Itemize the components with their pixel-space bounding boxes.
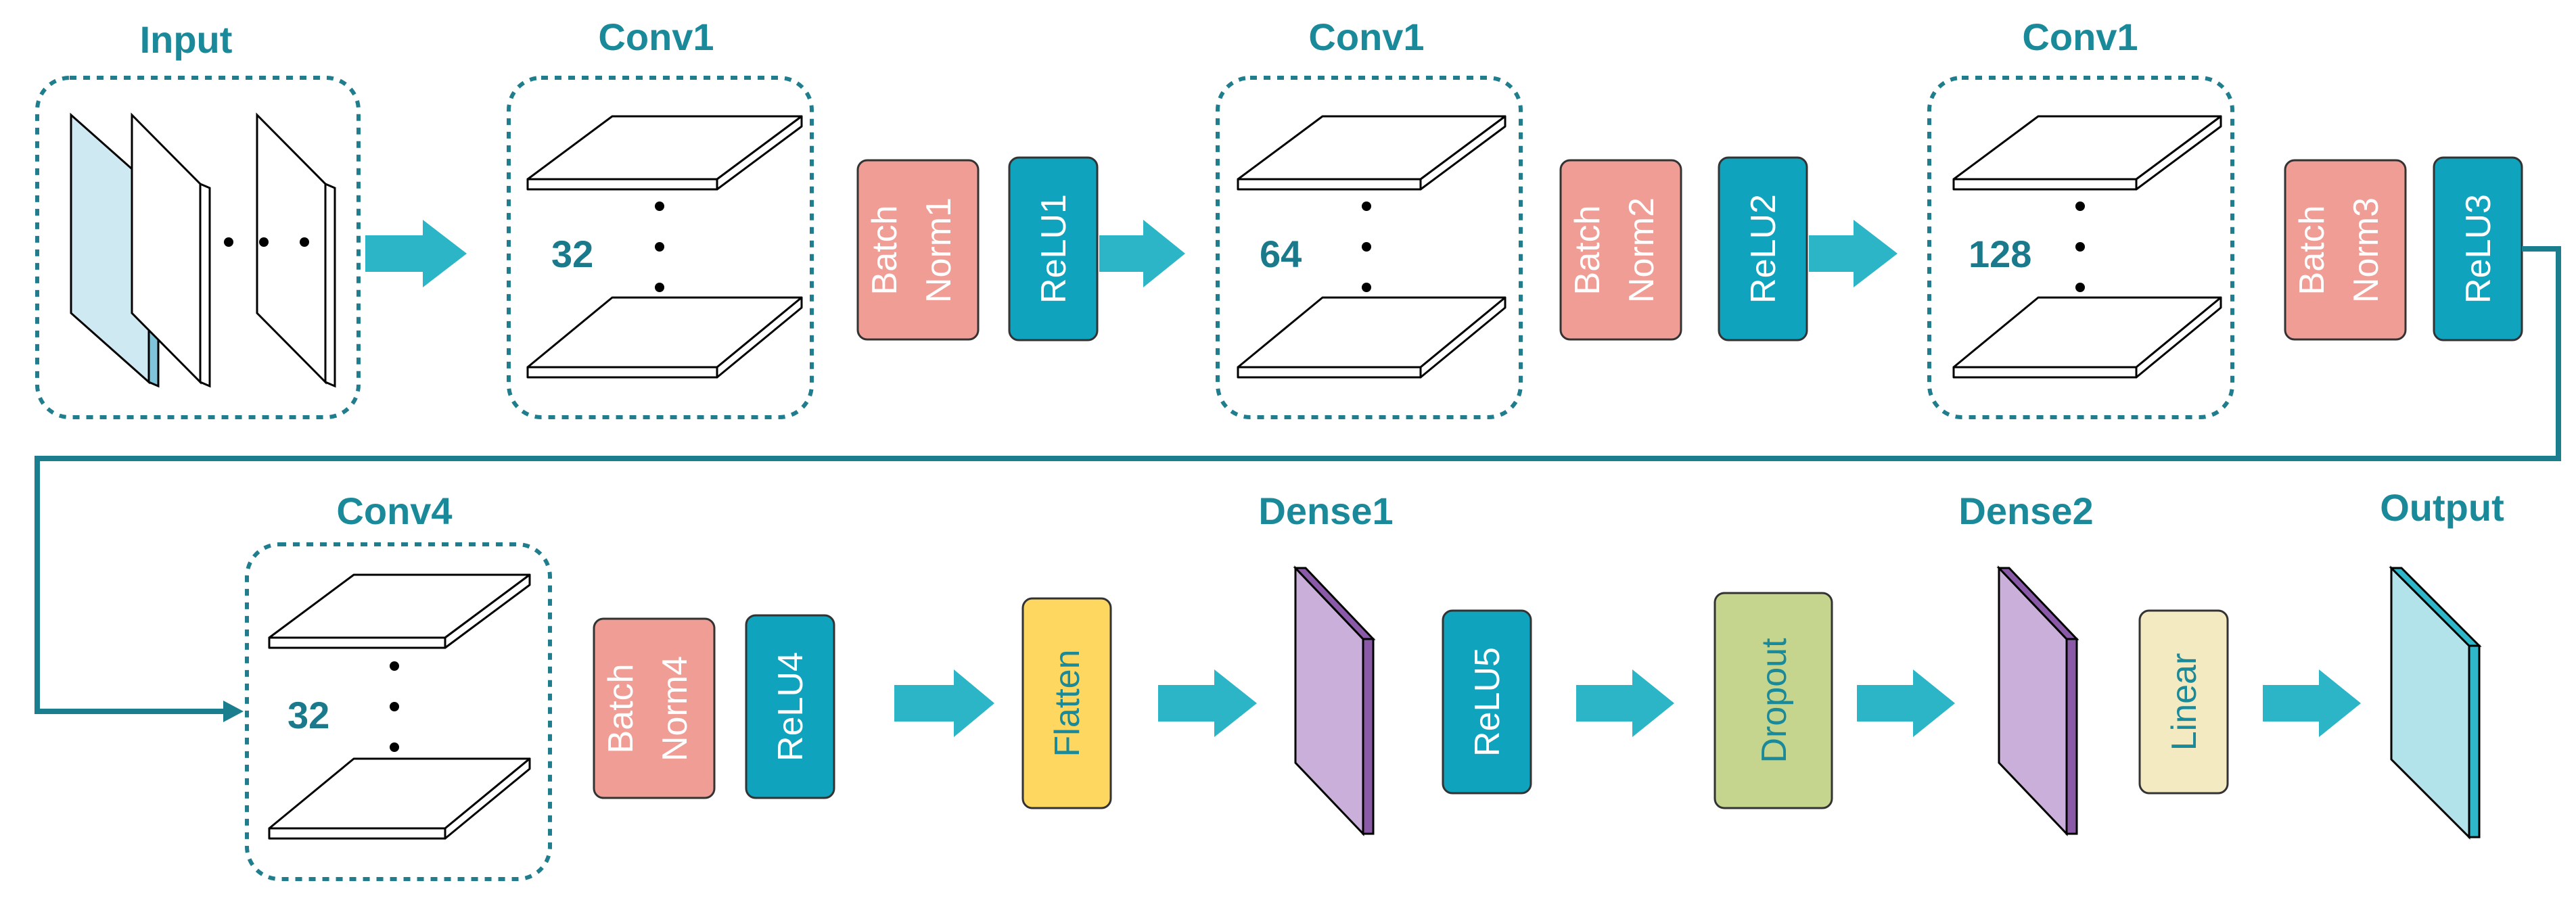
linear-label: Linear — [2165, 653, 2204, 751]
conv4-title: Conv4 — [336, 490, 452, 532]
conv1-block-32: 32 — [507, 76, 814, 419]
flow-arrow — [365, 220, 467, 287]
conv1-block-64: 64 — [1216, 76, 1523, 419]
batchnorm-label-line2: Norm2 — [1622, 197, 1661, 303]
ellipsis-dot — [224, 237, 233, 247]
flow-arrow — [1099, 220, 1185, 287]
input-title: Input — [140, 18, 233, 61]
dense2-title: Dense2 — [1958, 490, 2093, 532]
conv4-block-32: 32 — [245, 542, 552, 881]
linear-box: Linear — [2138, 609, 2229, 795]
channel-count: 128 — [1969, 233, 2031, 275]
channel-count: 32 — [288, 694, 329, 736]
input-dashed-frame — [35, 76, 361, 419]
relu-label: ReLU2 — [1744, 194, 1783, 304]
row-connector-line — [34, 246, 2561, 714]
conv4-dashed-frame — [245, 542, 552, 881]
batchnorm-label-line2: Norm4 — [656, 656, 695, 761]
ellipsis-dot — [259, 237, 269, 247]
conv1-b-dashed-frame — [1216, 76, 1523, 419]
conv1-c-dashed-frame — [1927, 76, 2234, 419]
output-title: Output — [2380, 486, 2504, 529]
batchnorm2-box: Batch Norm2 — [1559, 159, 1682, 341]
dropout-box: Dropout — [1714, 592, 1833, 809]
dense2-layer — [1996, 565, 2079, 836]
batchnorm4-box: Batch Norm4 — [593, 617, 716, 799]
channel-count: 64 — [1260, 233, 1302, 275]
output-layer — [2389, 565, 2482, 840]
flow-arrow — [1809, 220, 1898, 287]
flow-arrow — [1857, 669, 1955, 737]
dense1-layer — [1293, 565, 1376, 836]
dropout-label: Dropout — [1755, 638, 1794, 763]
relu-label: ReLU3 — [2459, 194, 2498, 304]
batchnorm3-box: Batch Norm3 — [2284, 159, 2407, 341]
relu1-box: ReLU1 — [1008, 156, 1099, 341]
conv1-c-title: Conv1 — [2022, 16, 2138, 58]
conv1-a-dashed-frame — [507, 76, 814, 419]
flatten-label: Flatten — [1048, 650, 1087, 757]
ellipsis-dot — [300, 237, 309, 247]
batchnorm-label-line1: Batch — [1568, 206, 1607, 296]
conv1-block-128: 128 — [1927, 76, 2234, 419]
flow-arrow — [1576, 669, 1674, 737]
conv1-a-title: Conv1 — [598, 16, 714, 58]
input-slab-3 — [256, 112, 327, 385]
relu-label: ReLU4 — [771, 652, 810, 761]
flow-arrow — [1158, 669, 1257, 737]
connector-arrowhead — [223, 701, 244, 722]
relu2-box: ReLU2 — [1718, 156, 1808, 341]
batchnorm-label-line1: Batch — [2293, 206, 2332, 296]
input-block — [35, 76, 361, 419]
relu5-box: ReLU5 — [1442, 609, 1532, 795]
batchnorm-label-line2: Norm1 — [919, 197, 959, 303]
batchnorm-label-line1: Batch — [601, 664, 641, 754]
flow-arrow — [894, 669, 994, 737]
channel-count: 32 — [551, 233, 593, 275]
flatten-box: Flatten — [1021, 597, 1112, 809]
flow-arrow — [2263, 669, 2361, 737]
relu4-box: ReLU4 — [745, 614, 835, 799]
dense1-title: Dense1 — [1258, 490, 1393, 532]
batchnorm-label-line1: Batch — [865, 206, 904, 296]
batchnorm1-box: Batch Norm1 — [856, 159, 980, 341]
relu3-box: ReLU3 — [2433, 156, 2523, 341]
conv1-b-title: Conv1 — [1308, 16, 1424, 58]
relu-label: ReLU5 — [1468, 647, 1507, 757]
relu-label: ReLU1 — [1034, 194, 1074, 304]
batchnorm-label-line2: Norm3 — [2347, 197, 2386, 303]
